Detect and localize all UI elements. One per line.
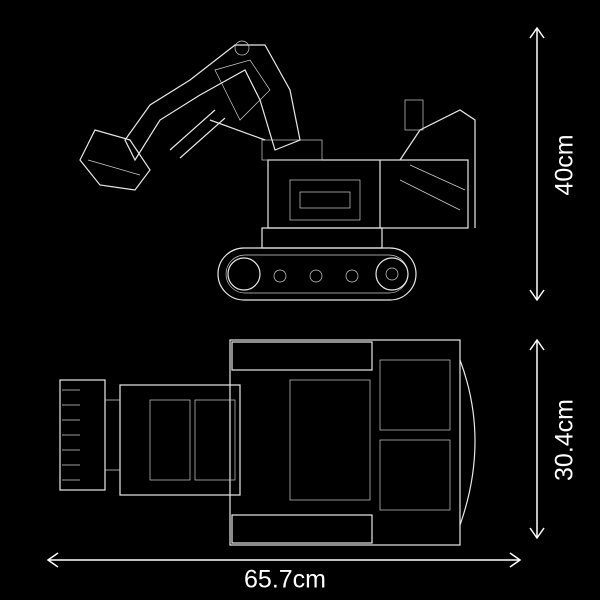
height-dimension-arrow: [529, 26, 545, 302]
upper-body: [261, 99, 476, 229]
length-dimension-arrow: [46, 552, 522, 568]
height-label: 40cm: [550, 134, 579, 196]
excavator-top-view: [59, 339, 476, 546]
bucket: [79, 129, 151, 191]
boom-arm: [124, 40, 301, 162]
width-dimension-arrow: [529, 338, 545, 540]
excavator-side-view: [79, 40, 476, 301]
width-label: 30.4cm: [550, 399, 579, 481]
crawler-track: [217, 227, 417, 301]
length-label: 65.7cm: [244, 565, 326, 594]
